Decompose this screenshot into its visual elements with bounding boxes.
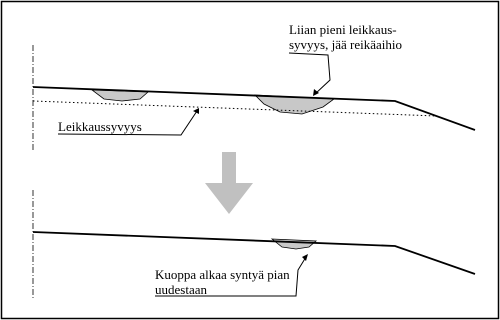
annotation-pothole-reforming: Kuoppa alkaa syntyä pian uudestaan [155, 267, 290, 297]
road-surface-line-top [32, 86, 476, 131]
down-arrow-shaft [222, 152, 236, 184]
pothole-patch-bottom [270, 238, 318, 250]
callout-line-depth [57, 110, 198, 136]
annotation-too-small-depth-line2: syvyys, jää reikäaihio [289, 37, 402, 52]
annotation-cutting-depth: Leikkaussyvyys [58, 119, 142, 134]
annotation-pothole-reforming-line1: Kuoppa alkaa syntyä pian [155, 267, 290, 282]
callout-arrowhead-depth [193, 108, 199, 114]
road-surface-line-bottom [32, 231, 476, 275]
annotation-too-small-depth-line1: Liian pieni leikkaus- [289, 22, 397, 37]
callout-arrowhead-top [313, 89, 319, 96]
annotation-too-small-depth: Liian pieni leikkaus- syvyys, jää reikäa… [289, 22, 402, 52]
annotation-pothole-reforming-line2: uudestaan [155, 282, 207, 297]
cutting-depth-line [32, 100, 438, 117]
callout-line-bottom [155, 256, 307, 297]
callout-arrowhead-bottom [302, 254, 308, 261]
down-arrow-head [205, 183, 253, 214]
callout-line-top [288, 52, 331, 95]
